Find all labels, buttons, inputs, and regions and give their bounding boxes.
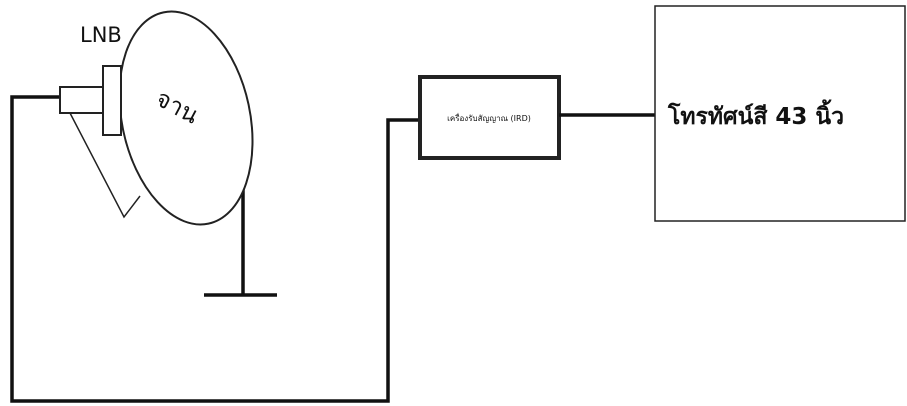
tv-label: โทรทัศน์สี 43 นิ้ว xyxy=(667,99,844,130)
feed-support-arm xyxy=(69,112,141,219)
receiver-box xyxy=(418,75,561,160)
satellite-dish xyxy=(118,10,254,226)
receiver-label: เครื่องรับสัญญาณ (IRD) xyxy=(447,112,531,123)
lnb-label: LNB xyxy=(80,23,122,47)
lnb-to-receiver-cable xyxy=(10,95,420,403)
tv-box xyxy=(654,5,906,222)
lnb-body xyxy=(59,86,105,114)
lnb-collar xyxy=(102,65,122,136)
